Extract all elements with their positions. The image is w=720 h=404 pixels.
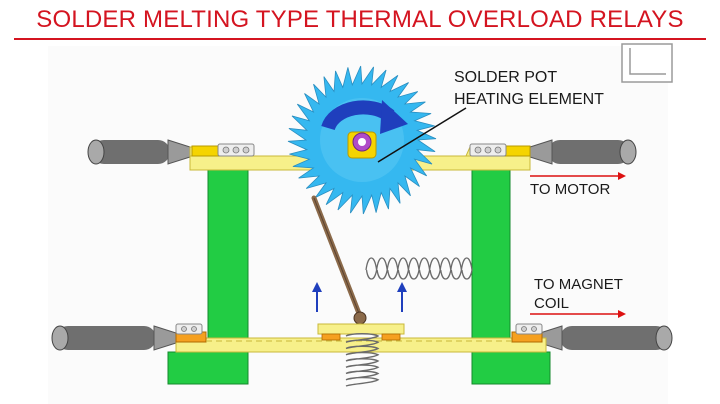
terminal-screw-top-left [217, 143, 255, 157]
heating-element-label: HEATING ELEMENT [454, 91, 604, 108]
vertical-spring [345, 333, 380, 387]
cable-top-left [87, 139, 191, 165]
solder-pot-label: SOLDER POT [454, 69, 557, 86]
terminal-screw-bottom-right [515, 323, 543, 335]
right-arrow-icon [530, 310, 626, 318]
right-arrow-icon [530, 172, 626, 180]
cable-bottom-left [51, 325, 177, 351]
rotation-arrow-icon [321, 100, 408, 134]
horizontal-spring [365, 257, 473, 280]
up-arrow-icon [397, 282, 407, 312]
up-arrow-icon [312, 282, 322, 312]
title-bar: SOLDER MELTING TYPE THERMAL OVERLOAD REL… [0, 0, 720, 46]
solder-pot [347, 131, 377, 159]
bottom-contact-bar [175, 323, 547, 353]
cable-bottom-right [539, 325, 673, 351]
terminal-screw-bottom-left [175, 323, 203, 335]
to-magnet-label: TO MAGNET [534, 276, 623, 293]
window-corner-icon [621, 43, 673, 83]
to-motor-label: TO MOTOR [530, 181, 610, 198]
page-title: SOLDER MELTING TYPE THERMAL OVERLOAD REL… [36, 6, 684, 33]
solder-pot-leader-line [377, 107, 467, 163]
title-underline [14, 38, 706, 40]
cable-top-right [529, 139, 637, 165]
pawl-lever [311, 195, 367, 325]
terminal-screw-top-right [469, 143, 507, 157]
coil-label: COIL [534, 295, 569, 312]
